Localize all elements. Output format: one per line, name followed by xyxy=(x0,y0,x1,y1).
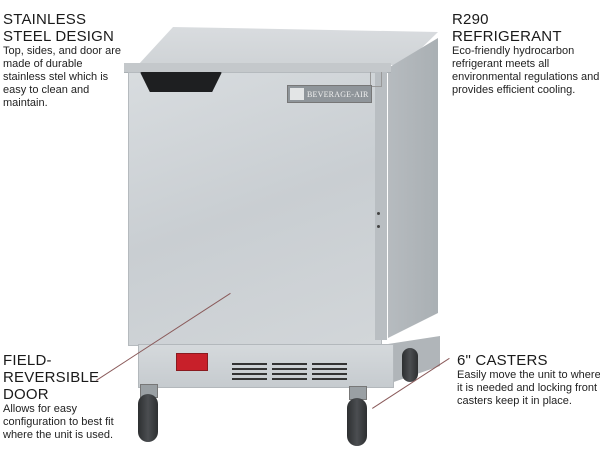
callout-body: Eco-friendly hydrocarbon refrigerant mee… xyxy=(452,45,600,96)
door-hinge xyxy=(370,72,382,87)
callout-title: 6" CASTERS xyxy=(457,352,548,369)
brand-logo-square-icon xyxy=(290,88,304,100)
callout-reversible-door: FIELD- REVERSIBLE DOOR Allows for easy c… xyxy=(3,352,133,442)
vent-grille xyxy=(272,363,307,380)
door-handle xyxy=(140,72,222,92)
callout-title: STEEL DESIGN xyxy=(3,28,115,45)
refrigerator-top xyxy=(138,27,438,65)
callout-casters: 6" CASTERS Easily move the unit to where… xyxy=(457,352,600,408)
vent-grille xyxy=(232,363,267,380)
power-indicator-light xyxy=(176,353,208,371)
side-screw-icon xyxy=(377,225,380,228)
brand-badge: BEVERAGE-AIR xyxy=(287,85,372,103)
callout-title: STAINLESS xyxy=(3,11,87,28)
callout-body: Allows for easy configuration to best fi… xyxy=(3,403,114,441)
callout-title: R290 REFRIGERANT xyxy=(452,11,562,45)
brand-badge-text: BEVERAGE-AIR xyxy=(307,89,369,99)
refrigerator-door xyxy=(128,72,382,346)
callout-body: Top, sides, and door are made of durable… xyxy=(3,45,122,109)
callout-stainless-steel: STAINLESS STEEL DESIGN Top, sides, and d… xyxy=(3,11,128,110)
callout-body: Easily move the unit to where it is need… xyxy=(457,369,600,407)
callout-refrigerant: R290 REFRIGERANT Eco-friendly hydrocarbo… xyxy=(452,11,600,97)
callout-title: DOOR xyxy=(3,386,49,403)
door-trim xyxy=(375,72,387,340)
refrigerator-side-panel xyxy=(388,38,438,338)
callout-title: REVERSIBLE xyxy=(3,369,100,386)
vent-grille xyxy=(312,363,347,380)
callout-title: FIELD- xyxy=(3,352,52,369)
side-screw-icon xyxy=(377,212,380,215)
